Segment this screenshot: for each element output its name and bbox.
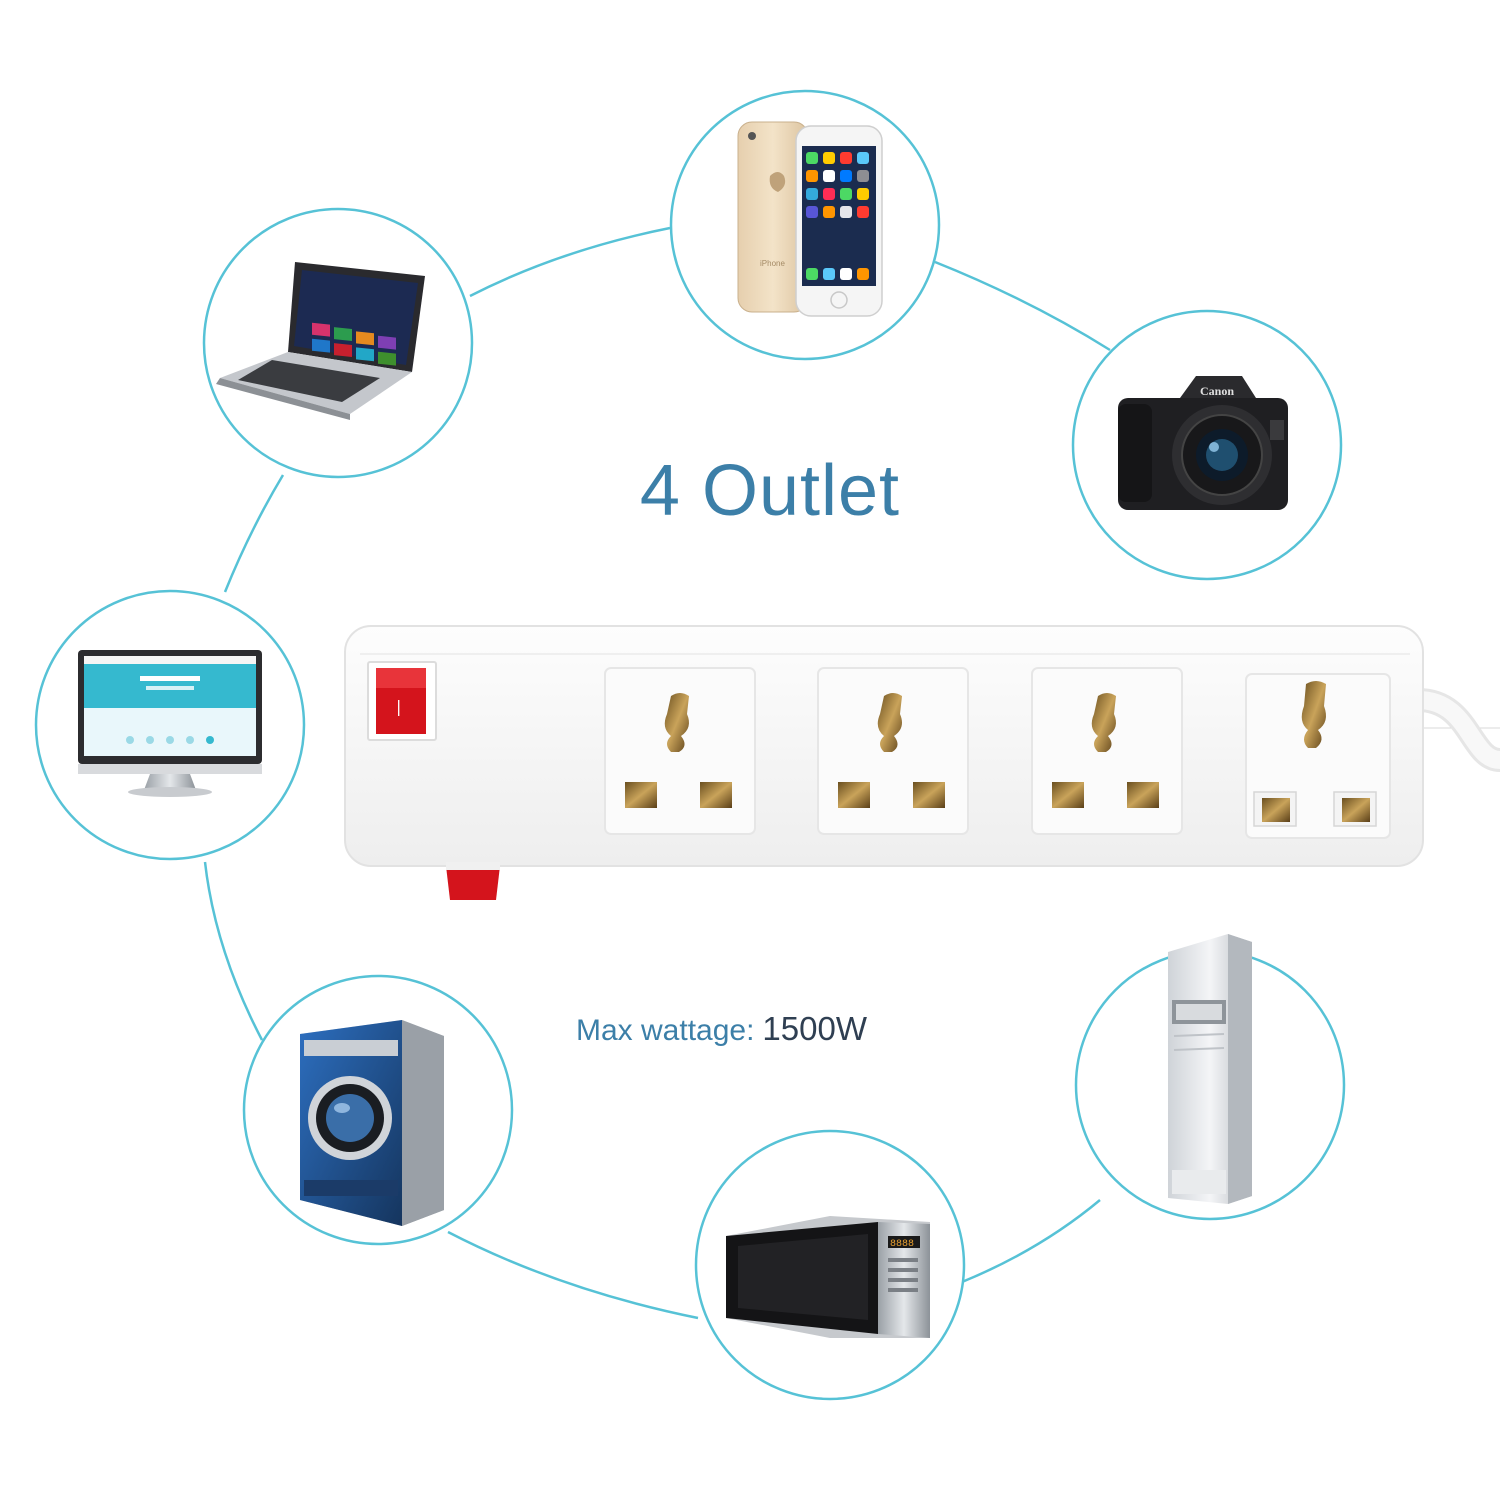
- power-strip: |: [344, 625, 1500, 900]
- device-air-conditioner: [1074, 934, 1346, 1221]
- outlet-4[interactable]: [1245, 673, 1391, 839]
- connector-lines: [203, 226, 1500, 1320]
- outlet-count-heading: 4 Outlet: [639, 451, 901, 531]
- max-wattage-spec: Max wattage:1500W: [576, 1010, 867, 1048]
- device-washing-machine: [242, 974, 514, 1246]
- device-microwave: 8888: [694, 1129, 966, 1401]
- device-camera: Canon: [1071, 309, 1343, 581]
- smartphone-icon: iPhone: [737, 121, 883, 317]
- reset-button[interactable]: [446, 862, 500, 900]
- outlet-2[interactable]: [817, 667, 969, 835]
- monitor-icon: [78, 650, 262, 797]
- laptop-icon: [216, 262, 425, 420]
- switch-on-mark: |: [396, 697, 401, 716]
- phone-app-grid: [806, 152, 869, 280]
- max-wattage-value: 1500W: [762, 1010, 867, 1047]
- max-wattage-label: Max wattage:: [576, 1014, 755, 1047]
- outlet-group: [604, 667, 1391, 839]
- power-switch[interactable]: |: [367, 661, 437, 741]
- device-smartphones: iPhone: [669, 89, 941, 361]
- oven-display-text: 8888: [890, 1239, 914, 1250]
- washing-machine-icon: [300, 1020, 444, 1226]
- outlet-3[interactable]: [1031, 667, 1183, 835]
- camera-icon: Canon: [1118, 376, 1288, 510]
- device-monitor: [34, 589, 306, 861]
- microwave-icon: 8888: [726, 1216, 930, 1338]
- outlet-1[interactable]: [604, 667, 756, 835]
- camera-brand-label: Canon: [1200, 384, 1234, 398]
- phone-brand-label: iPhone: [760, 259, 785, 268]
- air-conditioner-icon: [1168, 934, 1252, 1204]
- device-laptop: [202, 207, 474, 479]
